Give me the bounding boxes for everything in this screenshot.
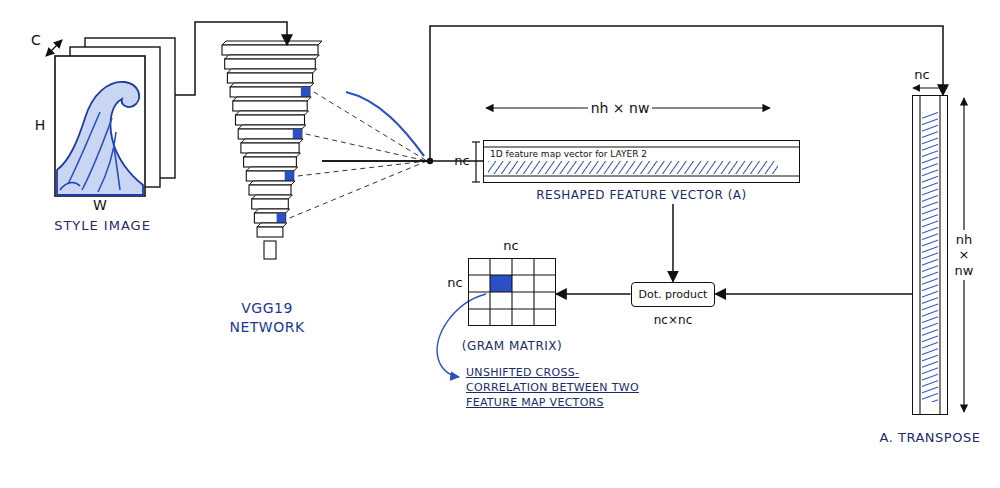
dimension-label: nc×nc [654,314,692,328]
layer-slab-top [249,181,295,185]
dimension-letter: H [35,117,46,133]
layer-tap-line [314,92,427,161]
selected-layer [285,171,294,181]
layer-slab-top [222,41,322,45]
operation-label: Dot. product [639,288,708,301]
layer-slab [252,199,289,209]
layer-slab [222,45,318,55]
transpose-column: A. TRANSPOSE [912,95,948,415]
callout-note: UNSHIFTED CROSS-CORRELATION BETWEEN TWO … [466,366,644,411]
layer-slab-top [257,223,287,227]
layer-tap-line [298,161,427,176]
vector-outline: 1D feature map vector for LAYER 2 [483,140,800,183]
layer-slab-top [233,97,311,101]
dimension-label: nc [454,154,469,169]
layer-slab-top [246,167,297,171]
transpose-columns [920,96,940,414]
vector-caption: RESHAPED FEATURE VECTOR (A) [483,188,800,202]
layer-slab-top [238,125,306,129]
dimension-arrows [472,88,964,412]
layer-slab-top [244,153,301,157]
selected-layer [277,213,286,223]
layer-slab [254,213,285,223]
flow-arrow [715,293,912,295]
selected-layer [301,87,310,97]
network-stem [264,241,276,259]
matrix-caption: (GRAM MATRIX) [462,339,562,353]
layer-slab [233,101,307,111]
image-caption: STYLE IMAGE [54,218,151,233]
layer-slab-top [254,209,289,213]
dot-product-box: Dot. product [631,282,716,307]
style-image-pages [55,38,175,196]
layer-slab-top [227,69,316,73]
band-label: 1D feature map vector for LAYER 2 [484,141,799,160]
layer-slab [257,227,283,237]
layer-slab-top [252,195,293,199]
dimension-label: nc [914,68,929,83]
wave-painting [57,82,143,195]
layer-slab-top [230,83,314,87]
dimension-label: nc [503,239,518,254]
layer-slab-top [241,139,303,143]
feature-vector-box: 1D feature map vector for LAYER 2 RESHAPE… [483,140,800,202]
transpose-caption: A. TRANSPOSE [880,430,981,445]
selected-layer [293,129,302,139]
dimension-label: nh × nw [588,100,653,116]
layer-slab-top [236,111,309,115]
network-caption: VGG19 NETWORK [224,299,310,337]
layer-tap-line [290,161,427,218]
gram-grid [469,259,555,325]
layer-slab [236,115,305,125]
flow-arrow [556,293,631,295]
layer-slab [227,73,312,83]
dimension-label: nh × nw [952,230,976,281]
layer-pick-stroke [346,92,424,156]
vgg-network: VGG19 NETWORK [212,45,322,337]
layer-slab [238,129,302,139]
layer-slab [241,143,299,153]
dimension-label: nc [447,276,462,291]
layer-slab-top [225,55,320,59]
channel-arrow [46,40,62,56]
vgg-network-drawing [222,41,427,259]
gram-matrix: (GRAM MATRIX) [468,258,556,326]
layer-slab [244,157,297,167]
layer-slab [249,185,291,195]
layer-slab [230,87,310,97]
flow-arrow [672,204,674,282]
layer-slab [225,59,316,69]
flow-arrow [175,22,287,95]
dimension-letter: W [93,197,107,213]
dimension-letter: C [31,32,41,48]
callout-leader [437,294,486,377]
layer-slab [246,171,293,181]
